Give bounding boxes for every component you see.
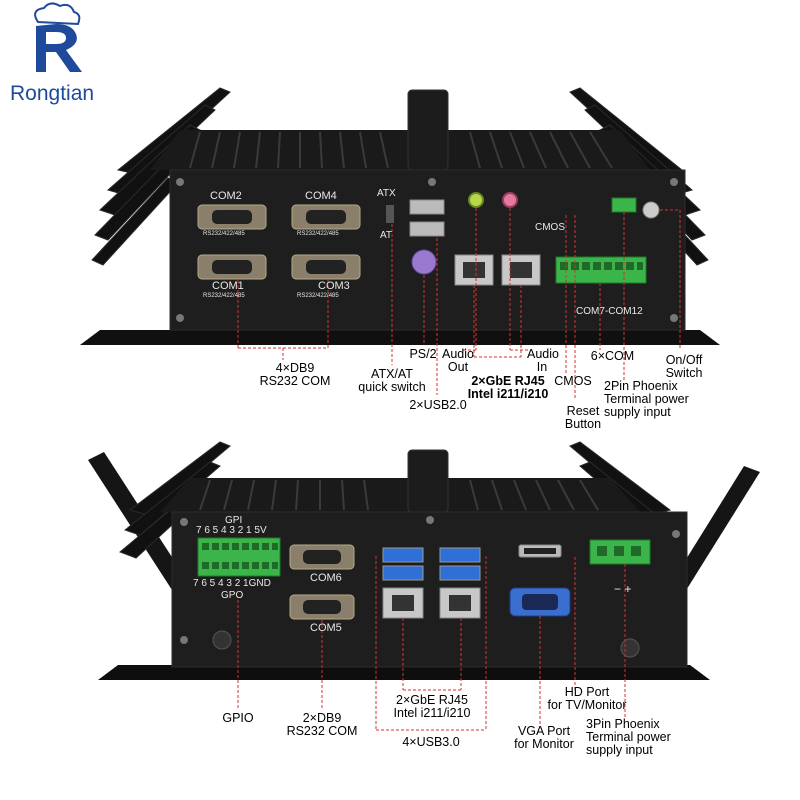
usb2-port-bottom [409, 221, 445, 237]
silk-minus-plus: − + [614, 582, 632, 596]
silk-gpo-pins: 7 6 5 4 3 2 1GND [193, 578, 271, 589]
brand-name: Rongtian [10, 82, 95, 105]
db9-com1-port [197, 254, 267, 280]
silk-at: AT [380, 230, 393, 241]
db9-com3-port [291, 254, 361, 280]
onoff-switch [642, 201, 660, 219]
callout-ps2: PS/2 [409, 347, 437, 361]
usb3-port-3 [439, 547, 481, 563]
silk-com7-12: COM7-COM12 [576, 306, 643, 317]
callout-6xcom: 6×COM [590, 349, 635, 363]
db9-com2-port [197, 204, 267, 230]
usb2-port-top [409, 199, 445, 215]
ps2-port [411, 249, 437, 275]
db9-com6-port [289, 544, 355, 570]
usb3-port-1 [382, 547, 424, 563]
silk-atx: ATX [377, 188, 396, 199]
silk-com5: COM5 [310, 622, 342, 634]
atx-at-switch [386, 205, 394, 223]
audio-out-jack [468, 192, 484, 208]
callout-cmos: CMOS [554, 374, 592, 388]
usb3-port-4 [439, 565, 481, 581]
silk-gpi: GPI [225, 515, 243, 526]
silk-com1: COM1 [212, 280, 244, 292]
callout-4xusb3: 4×USB3.0 [402, 735, 460, 749]
silk-rs-spec: RS232/422/485 [203, 293, 245, 299]
silk-rs-spec: RS232/422/485 [297, 293, 339, 299]
db9-com4-port [291, 204, 361, 230]
silk-com3: COM3 [318, 280, 350, 292]
silk-com4: COM4 [305, 190, 337, 202]
logo-r-icon [34, 2, 82, 72]
silk-cmos: CMOS [535, 222, 565, 233]
silk-com2: COM2 [210, 190, 242, 202]
silk-rs-spec: RS232/422/485 [203, 231, 245, 237]
callout-gpio: GPIO [222, 711, 254, 725]
db9-com5-port [289, 594, 355, 620]
silk-gpi-pins: 7 6 5 4 3 2 1 5V [196, 525, 267, 536]
silk-rs-spec: RS232/422/485 [297, 231, 339, 237]
callout-usb2: 2×USB2.0 [409, 398, 467, 412]
silk-gpo: GPO [221, 590, 244, 601]
usb3-port-2 [382, 565, 424, 581]
silk-com6: COM6 [310, 572, 342, 584]
audio-in-jack [502, 192, 518, 208]
